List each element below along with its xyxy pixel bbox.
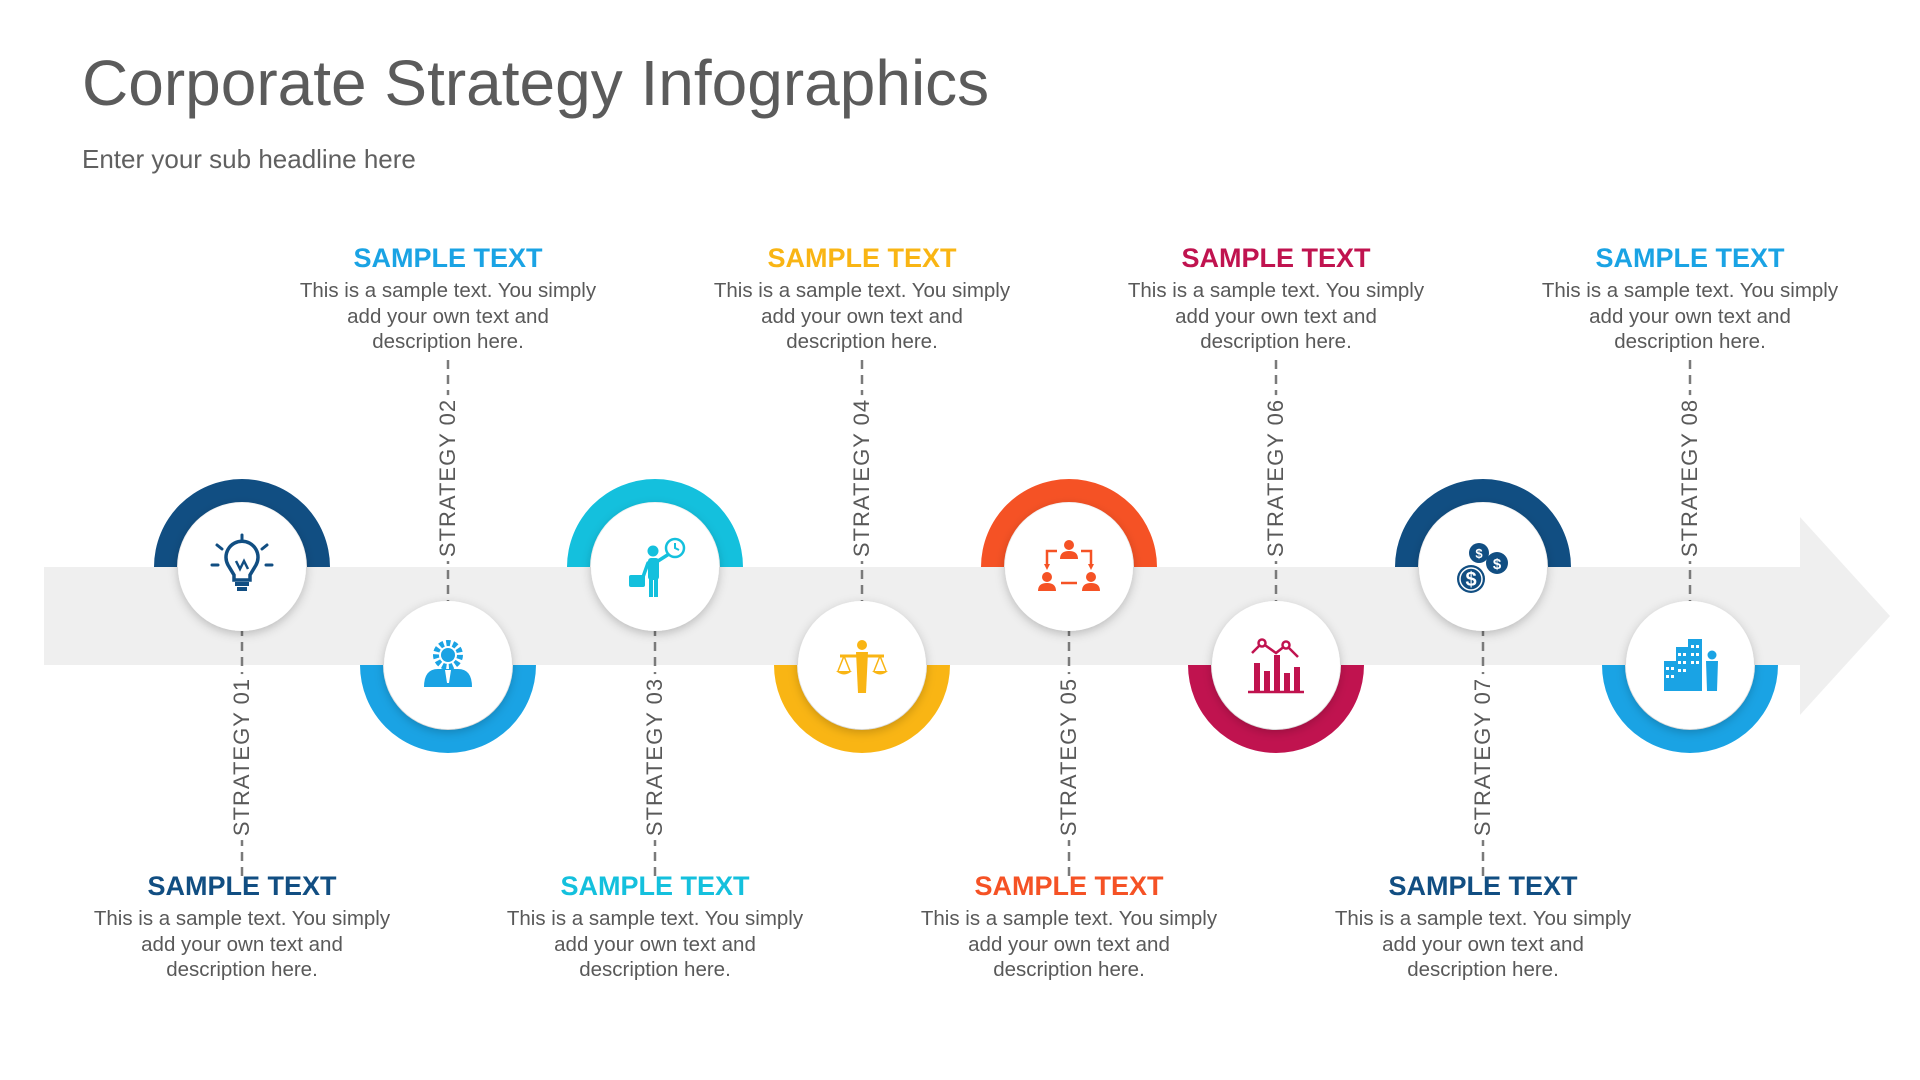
step-heading: SAMPLE TEXT (147, 871, 337, 901)
strategy-step-7: $ $ $ (1395, 479, 1571, 878)
strategy-label: STRATEGY 06 (1263, 394, 1289, 562)
user-gear-icon (424, 640, 472, 687)
dollar-coins-icon: $ $ $ (1457, 543, 1508, 593)
step-description: This is a sample text. You simply add yo… (1334, 907, 1632, 981)
strategy-step-5 (981, 479, 1157, 878)
strategy-label: STRATEGY 05 (1056, 673, 1082, 841)
step-description: This is a sample text. You simply add yo… (1541, 279, 1839, 353)
step-text-block: SAMPLE TEXT This is a sample text. You si… (712, 242, 1012, 355)
step-description: This is a sample text. You simply add yo… (299, 279, 597, 353)
step-description: This is a sample text. You simply add yo… (713, 279, 1011, 353)
half-ring (360, 665, 536, 753)
half-ring (567, 479, 743, 567)
strategy-label: STRATEGY 03 (642, 673, 668, 841)
step-heading: SAMPLE TEXT (353, 243, 543, 273)
half-ring (1188, 665, 1364, 753)
bar-chart-icon (1248, 638, 1304, 694)
strategy-label: STRATEGY 07 (1470, 673, 1496, 841)
strategy-label: STRATEGY 08 (1677, 394, 1703, 562)
team-network-icon (1038, 540, 1100, 591)
strategy-step-3 (567, 479, 743, 878)
strategy-label: STRATEGY 02 (435, 394, 461, 562)
icon-circle (384, 601, 512, 729)
step-description: This is a sample text. You simply add yo… (506, 907, 804, 981)
step-description: This is a sample text. You simply add yo… (1127, 279, 1425, 353)
half-ring (1395, 479, 1571, 567)
step-description: This is a sample text. You simply add yo… (920, 907, 1218, 981)
step-text-block: SAMPLE TEXT This is a sample text. You si… (298, 242, 598, 355)
step-text-block: SAMPLE TEXT This is a sample text. You si… (1540, 242, 1840, 355)
icon-circle (1005, 503, 1133, 631)
step-heading: SAMPLE TEXT (1595, 243, 1785, 273)
step-heading: SAMPLE TEXT (1181, 243, 1371, 273)
step-description: This is a sample text. You simply add yo… (93, 907, 391, 981)
half-ring (981, 479, 1157, 567)
step-heading: SAMPLE TEXT (560, 871, 750, 901)
half-ring (1602, 665, 1778, 753)
city-person-icon (1664, 639, 1718, 691)
step-text-block: SAMPLE TEXT This is a sample text. You si… (1333, 870, 1633, 983)
step-heading: SAMPLE TEXT (1388, 871, 1578, 901)
icon-circle (1419, 503, 1547, 631)
step-text-block: SAMPLE TEXT This is a sample text. You si… (1126, 242, 1426, 355)
step-heading: SAMPLE TEXT (767, 243, 957, 273)
lightbulb-icon (210, 533, 274, 591)
businessman-clock-icon (629, 537, 686, 597)
page-subtitle: Enter your sub headline here (82, 144, 416, 174)
half-ring (774, 665, 950, 753)
svg-text:$: $ (1465, 569, 1476, 591)
step-text-block: SAMPLE TEXT This is a sample text. You si… (92, 870, 392, 983)
timeline-arrow (44, 517, 1890, 715)
strategy-step-8 (1602, 360, 1778, 753)
strategy-step-4 (774, 360, 950, 753)
svg-text:$: $ (1475, 546, 1483, 561)
step-text-block: SAMPLE TEXT This is a sample text. You si… (919, 870, 1219, 983)
half-ring (154, 479, 330, 567)
page-title: Corporate Strategy Infographics (82, 47, 990, 119)
svg-text:$: $ (1493, 556, 1502, 573)
strategy-label: STRATEGY 01 (229, 673, 255, 841)
strategy-label: STRATEGY 04 (849, 394, 875, 562)
step-heading: SAMPLE TEXT (974, 871, 1164, 901)
scales-person-icon (836, 640, 888, 693)
strategy-step-1 (154, 479, 330, 878)
step-text-block: SAMPLE TEXT This is a sample text. You si… (505, 870, 805, 983)
